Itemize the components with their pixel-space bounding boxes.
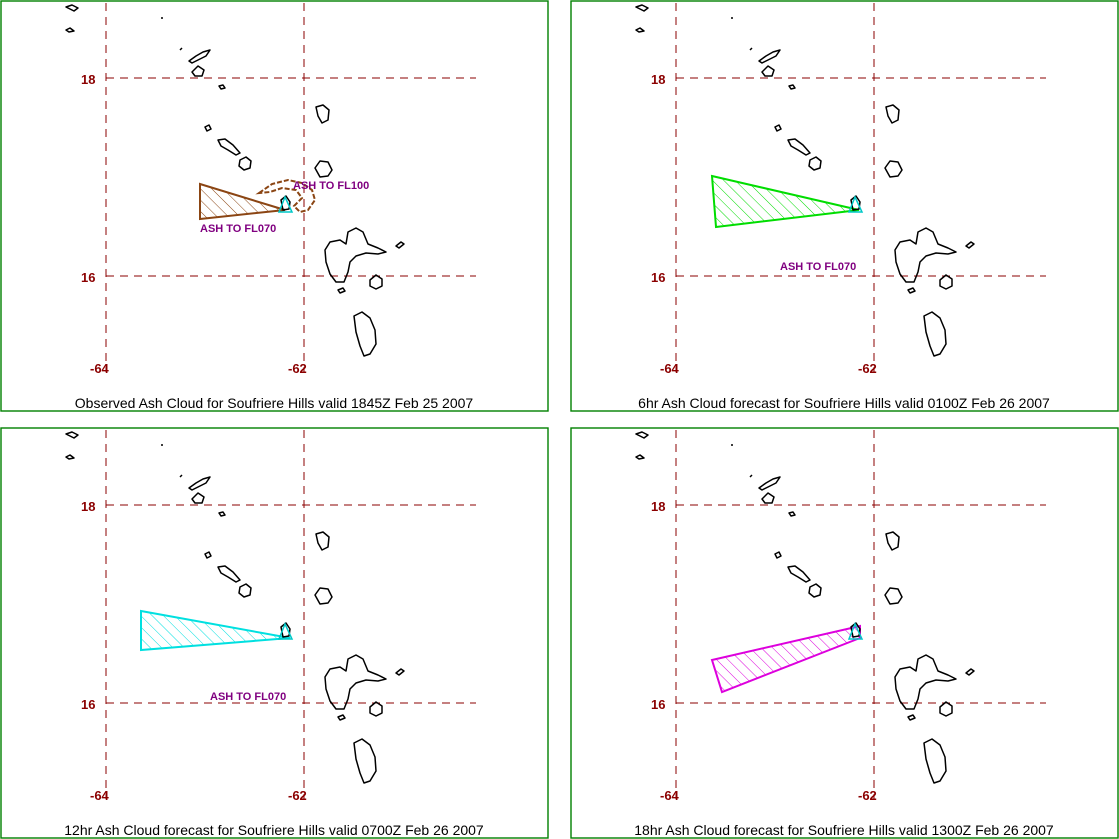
latitude-label: 16: [81, 270, 95, 285]
panel-frame: [0, 427, 549, 839]
ash-level-label: ASH TO FL070: [780, 261, 856, 273]
latitude-label: 16: [81, 697, 95, 712]
map-panel-3: 18 16 -64 -62 ASH TO FL070 12hr Ash Cloud for…: [0, 427, 549, 839]
latitude-label: 16: [651, 697, 665, 712]
panel-caption: Observed Ash Cloud for Soufriere Hills v…: [75, 395, 474, 411]
latitude-label: 18: [81, 72, 95, 87]
longitude-label: -64: [660, 788, 680, 803]
panel-frame: [570, 0, 1119, 412]
ash-cloud-polygon: [140, 609, 291, 652]
ash-cloud-polygon: [710, 174, 860, 229]
volcano-marker-icon: [277, 195, 294, 213]
ash-cloud-fl100-outline: [255, 178, 317, 214]
longitude-label: -62: [858, 788, 877, 803]
latitude-label: 18: [651, 72, 665, 87]
volcano-marker-icon: [847, 195, 864, 213]
ash-level-label: ASH TO FL100: [293, 180, 369, 192]
longitude-label: -64: [90, 788, 110, 803]
ash-cloud-polygon: [710, 624, 861, 694]
volcano-marker-icon: [847, 622, 864, 640]
latitude-label: 18: [651, 499, 665, 514]
ash-level-label: ASH TO FL070: [200, 223, 276, 235]
map-panel-1: 18 16 -64 -62 ASH TO FL070 ASH TO FL100Observ…: [0, 0, 549, 412]
map-panel-2: 18 16 -64 -62 ASH TO FL070 6hr Ash Cloud fore…: [570, 0, 1119, 412]
latitude-label: 16: [651, 270, 665, 285]
panel-caption: 6hr Ash Cloud forecast for Soufriere Hil…: [638, 395, 1050, 411]
longitude-label: -62: [288, 361, 307, 376]
latitude-label: 18: [81, 499, 95, 514]
ash-cloud-polygon: [199, 182, 286, 221]
longitude-label: -62: [858, 361, 877, 376]
map-panel-4: 18 16 -64 -62 18hr Ash Cloud forecast for So…: [570, 427, 1119, 839]
ash-level-label: ASH TO FL070: [210, 691, 286, 703]
longitude-label: -64: [660, 361, 680, 376]
panel-caption: 12hr Ash Cloud forecast for Soufriere Hi…: [64, 822, 484, 838]
longitude-label: -64: [90, 361, 110, 376]
longitude-label: -62: [288, 788, 307, 803]
panel-caption: 18hr Ash Cloud forecast for Soufriere Hi…: [634, 822, 1054, 838]
volcano-marker-icon: [277, 622, 294, 640]
